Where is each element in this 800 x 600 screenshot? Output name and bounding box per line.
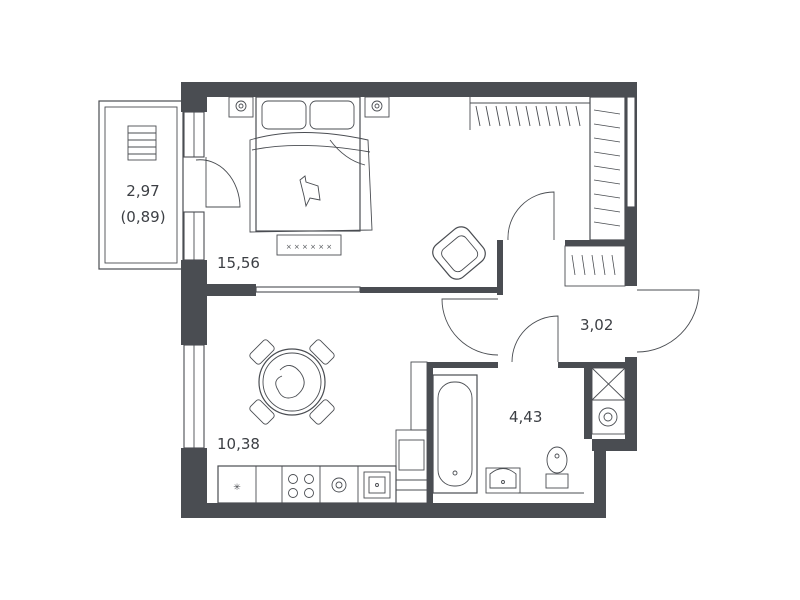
- fridge-icon: ✳: [233, 483, 241, 493]
- hangers-top: [475, 105, 581, 127]
- sink-icon: [363, 471, 391, 499]
- bedside-rug: × × × × × ×: [276, 234, 342, 256]
- armchair: [432, 226, 486, 280]
- stove-icon: [288, 474, 314, 498]
- svg-text:× × × × × ×: × × × × × ×: [286, 243, 332, 251]
- balcony: 2,97 (0,89): [98, 100, 184, 270]
- bedroom-area-label: 15,56: [217, 254, 260, 272]
- balcony-reduced-area-label: (0,89): [120, 208, 165, 226]
- nightstand-right: [364, 96, 390, 118]
- kitchen-counter: ✳: [217, 465, 397, 504]
- washbasin: [485, 467, 521, 494]
- bathroom-furniture: [432, 367, 626, 494]
- hall-shelf: [564, 245, 626, 287]
- doors: [195, 157, 700, 363]
- hall-area-label: 3,02: [580, 316, 613, 334]
- kitchen-furniture: ✳: [217, 339, 428, 504]
- radiator-icon: [127, 125, 157, 161]
- tall-cabinet: [395, 361, 428, 504]
- bathtub: [432, 374, 478, 494]
- interior-walls: [181, 240, 637, 507]
- bed: [249, 96, 373, 233]
- kitchen-area-label: 10,38: [217, 435, 260, 453]
- hangers-side: [593, 109, 621, 227]
- cat-icon: [299, 175, 321, 208]
- bedroom-furniture: × × × × × ×: [228, 96, 486, 280]
- balcony-area-label: 2,97: [126, 182, 159, 200]
- outer-walls: [181, 82, 637, 518]
- wardrobe: [469, 96, 626, 287]
- dishwasher-icon: [331, 477, 347, 493]
- washing-machine: [591, 367, 626, 435]
- chair-tl: [249, 339, 275, 365]
- nightstand-left: [228, 96, 254, 118]
- dining-table: [249, 339, 335, 425]
- chair-bl: [249, 399, 275, 425]
- chair-br: [309, 399, 335, 425]
- toilet: [545, 446, 569, 489]
- chair-tr: [309, 339, 335, 365]
- windows: [183, 96, 636, 449]
- bathroom-area-label: 4,43: [509, 408, 542, 426]
